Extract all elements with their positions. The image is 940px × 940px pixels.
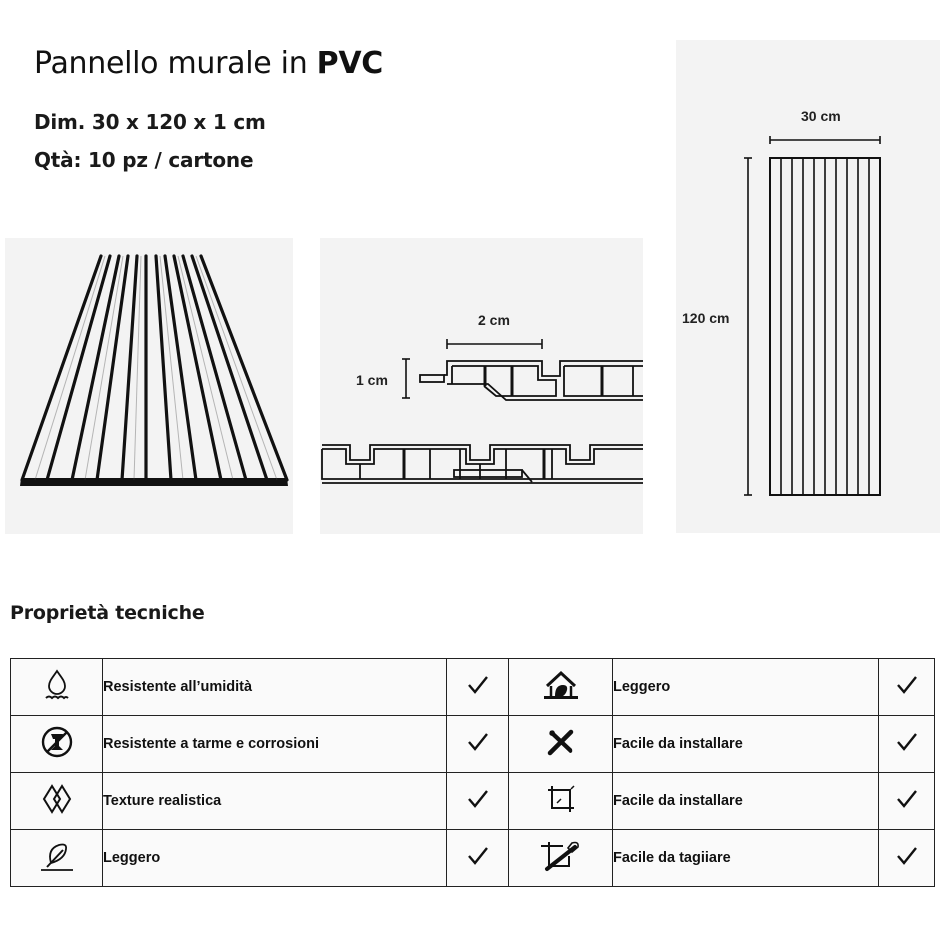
property-label: Leggero [102,829,447,887]
check-icon [878,772,935,830]
icon-cell [10,772,103,830]
icon-cell [508,658,613,716]
check-icon [878,715,935,773]
perspective-panel-image [5,238,293,534]
water-drop-icon [42,668,72,702]
height-120cm-label: 120 cm [682,310,730,326]
table-row: Resistente all’umidità Leggero [10,658,935,716]
property-label: Resistente all’umidità [102,658,447,716]
house-icon [541,668,581,702]
table-row: Leggero Facile da tagiiare [10,829,935,887]
check-icon [446,772,509,830]
icon-cell [508,829,613,887]
crop-cut-icon [539,839,583,873]
property-label: Facile da installare [612,715,879,773]
property-label: Facile da installare [612,772,879,830]
dimensions-text: Dim. 30 x 120 x 1 cm [34,110,266,134]
check-icon [446,715,509,773]
crop-icon [544,782,578,816]
cross-section-image: 2 cm 1 cm [320,238,643,534]
table-row: Resistente a tarme e corrosioni Facile d… [10,715,935,773]
check-icon [446,829,509,887]
icon-cell [10,658,103,716]
icon-cell [508,715,613,773]
property-label: Texture realistica [102,772,447,830]
title-text: Pannello murale in [34,46,317,81]
feather-icon [37,839,77,873]
check-icon [446,658,509,716]
quantity-text: Qtà: 10 pz / cartone [34,148,254,172]
width-2cm-label: 2 cm [478,312,510,328]
check-icon [878,829,935,887]
thickness-1cm-label: 1 cm [356,372,388,388]
property-label: Resistente a tarme e corrosioni [102,715,447,773]
diamond-texture-icon [40,782,74,816]
page-title: Pannello murale in PVC [34,46,383,81]
properties-table: Resistente all’umidità Leggero Resistent… [10,658,935,887]
properties-title: Proprietà tecniche [10,602,205,624]
property-label: Leggero [612,658,879,716]
no-pest-icon [40,725,74,759]
icon-cell [10,829,103,887]
icon-cell [10,715,103,773]
icon-cell [508,772,613,830]
property-label: Facile da tagiiare [612,829,879,887]
width-30cm-label: 30 cm [801,108,841,124]
table-row: Texture realistica Facile da installare [10,772,935,830]
title-bold-text: PVC [316,46,384,81]
front-view-image: 30 cm 120 cm [676,40,940,533]
tools-icon [544,725,578,759]
check-icon [878,658,935,716]
